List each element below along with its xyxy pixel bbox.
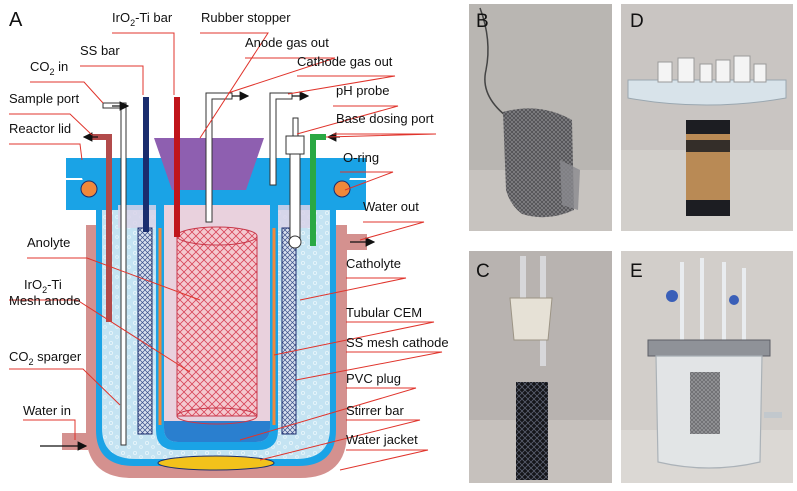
photo-panel-e: E xyxy=(621,251,793,483)
iro2-ti-bar xyxy=(174,97,180,237)
lid-plate-photo xyxy=(627,79,787,106)
mesh-anode-cylinder xyxy=(176,226,258,425)
steel-lid-photo xyxy=(647,339,771,357)
label-co2-in: CO2 in xyxy=(30,59,68,77)
panel-label-c: C xyxy=(476,261,490,282)
label-reactor-lid: Reactor lid xyxy=(9,121,71,136)
label-sample-port: Sample port xyxy=(9,91,79,106)
leader-lines xyxy=(9,32,443,471)
ph-probe-shape xyxy=(285,117,305,249)
label-ph-probe: pH probe xyxy=(336,83,389,98)
label-ss-bar: SS bar xyxy=(80,43,120,58)
black-mesh-photo xyxy=(516,382,548,480)
photo-panel-d: D xyxy=(621,4,793,231)
label-mesh-anode-line1: IrO2-Ti xyxy=(24,277,62,295)
label-anode-gas-out: Anode gas out xyxy=(245,35,329,50)
label-water-in: Water in xyxy=(23,403,71,418)
ss-bar xyxy=(143,97,149,232)
panel-label-e: E xyxy=(630,261,643,282)
anode-gas-out-tube xyxy=(205,92,233,223)
photo-panel-c: C xyxy=(469,251,612,483)
base-dosing-port xyxy=(310,134,326,246)
label-rubber-stopper: Rubber stopper xyxy=(201,10,291,25)
stopper-photo xyxy=(509,297,553,341)
label-o-ring: O-ring xyxy=(343,150,379,165)
ss-mesh-cathode-right xyxy=(281,227,297,435)
label-mesh-anode-line2: Mesh anode xyxy=(9,293,81,308)
label-tubular-cem: Tubular CEM xyxy=(346,305,422,320)
photo-panel-b: B xyxy=(469,4,612,231)
label-iro2-ti-bar: IrO2-Ti bar xyxy=(112,10,173,28)
panel-label-a: A xyxy=(9,9,23,31)
label-water-out: Water out xyxy=(363,199,419,214)
panel-label-b: B xyxy=(476,11,489,32)
panel-label-d: D xyxy=(630,11,644,32)
fittings-photo xyxy=(657,55,767,83)
label-water-jacket: Water jacket xyxy=(346,432,418,447)
label-base-dosing-port: Base dosing port xyxy=(336,111,434,126)
stirrer-bar-shape xyxy=(157,455,275,471)
label-anolyte: Anolyte xyxy=(27,235,70,250)
label-cathode-gas-out: Cathode gas out xyxy=(297,54,393,69)
label-stirrer-bar: Stirrer bar xyxy=(346,403,404,418)
callout-labels: IrO2-Ti bar Rubber stopper SS bar Anode … xyxy=(9,10,449,447)
sample-port-tube xyxy=(90,134,112,322)
label-ss-mesh-cathode: SS mesh cathode xyxy=(346,335,449,350)
label-pvc-plug: PVC plug xyxy=(346,371,401,386)
o-ring-left xyxy=(80,180,98,198)
o-ring-right xyxy=(333,180,351,198)
ss-mesh-cathode-left xyxy=(137,227,153,435)
reactor-schematic xyxy=(40,91,376,478)
label-co2-sparger: CO2 sparger xyxy=(9,349,82,367)
label-catholyte: Catholyte xyxy=(346,256,401,271)
pvc-plug-shape xyxy=(164,420,270,442)
mesh-sheet-photo xyxy=(503,108,574,218)
